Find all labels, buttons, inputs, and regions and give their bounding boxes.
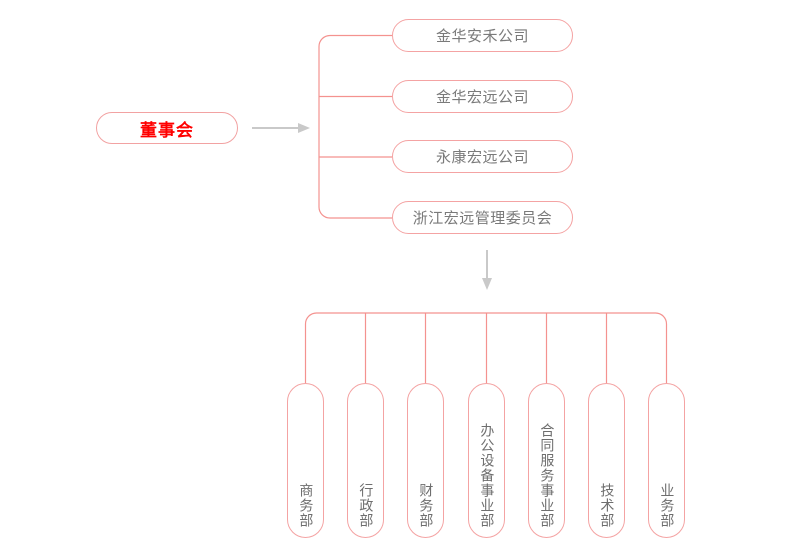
company-bracket (318, 34, 392, 219)
node-department-7[interactable]: 业务部 (648, 383, 685, 538)
node-department-3[interactable]: 财务部 (407, 383, 444, 538)
department-bus (304, 312, 668, 383)
node-company-3[interactable]: 永康宏远公司 (392, 140, 573, 173)
node-label: 商务部 (298, 483, 315, 528)
node-label: 技术部 (599, 483, 616, 528)
node-company-1[interactable]: 金华安禾公司 (392, 19, 573, 52)
node-label: 浙江宏远管理委员会 (412, 210, 553, 227)
node-department-2[interactable]: 行政部 (347, 383, 384, 538)
root-to-companies-arrow (252, 123, 310, 133)
node-label: 董事会 (140, 120, 194, 140)
node-label: 行政部 (358, 483, 375, 528)
node-department-6[interactable]: 技术部 (588, 383, 625, 538)
node-board-of-directors[interactable]: 董事会 (96, 112, 238, 144)
node-label: 金华宏远公司 (435, 89, 529, 106)
node-company-4[interactable]: 浙江宏远管理委员会 (392, 201, 573, 234)
node-label: 永康宏远公司 (435, 149, 529, 166)
node-label: 办公设备事业部 (479, 423, 496, 528)
node-department-4[interactable]: 办公设备事业部 (468, 383, 505, 538)
node-label: 合同服务事业部 (539, 423, 556, 528)
node-label: 财务部 (418, 483, 435, 528)
node-department-1[interactable]: 商务部 (287, 383, 324, 538)
node-label: 业务部 (659, 483, 676, 528)
node-label: 金华安禾公司 (435, 28, 529, 45)
node-department-5[interactable]: 合同服务事业部 (528, 383, 565, 538)
node-company-2[interactable]: 金华宏远公司 (392, 80, 573, 113)
companies-to-departments-arrow (482, 250, 492, 290)
